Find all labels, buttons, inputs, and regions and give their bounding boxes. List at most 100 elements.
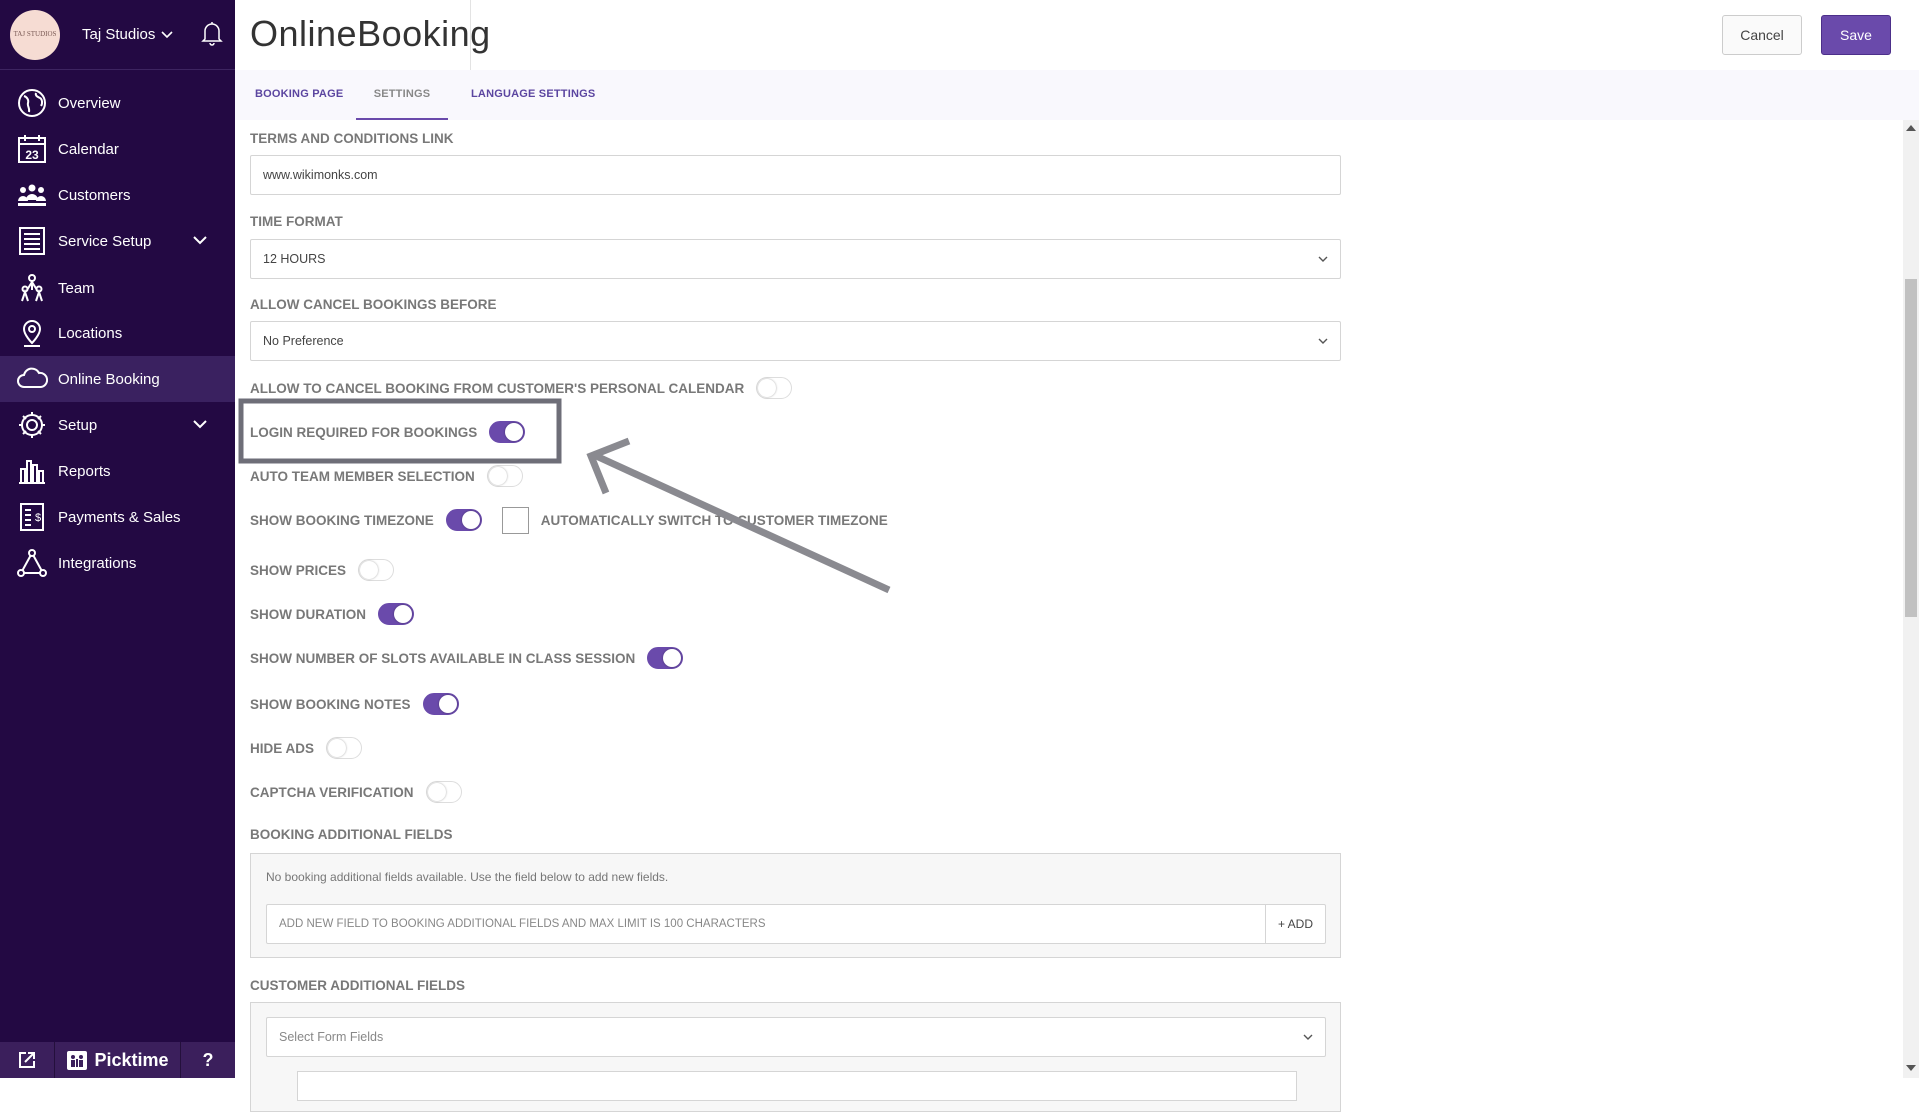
booking-notes-toggle[interactable] [422,693,459,715]
sidebar-item-overview[interactable]: Overview [0,80,235,126]
cancel-before-select[interactable]: No Preference [250,321,1341,361]
scrollbar-thumb[interactable] [1905,279,1917,617]
tab-booking-page[interactable]: BOOKING PAGE [255,88,344,100]
gear-icon [19,412,45,438]
help-button[interactable]: ? [181,1042,235,1078]
cancel-before-value: No Preference [263,334,344,348]
customer-fields-select[interactable]: Select Form Fields [266,1017,1326,1057]
show-slots-toggle[interactable] [647,647,684,669]
highlight-box [238,398,562,464]
svg-text:$: $ [35,512,41,524]
nav-label: Service Setup [58,232,152,250]
customer-fields-placeholder: Select Form Fields [279,1030,384,1044]
captcha-toggle[interactable] [425,781,462,803]
toggle-row-show-duration: SHOW DURATION [250,601,414,627]
hide-ads-toggle[interactable] [326,737,363,759]
sidebar-item-reports[interactable]: Reports [0,448,235,494]
sidebar-item-locations[interactable]: Locations [0,310,235,356]
sidebar-item-integrations[interactable]: Integrations [0,540,235,586]
nav-label: Calendar [58,140,119,158]
scrollbar[interactable] [1903,120,1919,1078]
sidebar-item-calendar[interactable]: 23 Calendar [0,126,235,172]
toggle-row-hide-ads: HIDE ADS [250,735,363,761]
toggle-row-slots: SHOW NUMBER OF SLOTS AVAILABLE IN CLASS … [250,645,684,671]
sidebar-item-team[interactable]: Team [0,265,235,311]
booking-field-placeholder: ADD NEW FIELD TO BOOKING ADDITIONAL FIEL… [279,918,766,930]
picktime-brand[interactable]: Picktime [55,1042,181,1078]
svg-text:23: 23 [25,148,39,162]
studio-switcher[interactable]: Taj Studios [82,26,173,43]
studio-header: TAJ STUDIOS Taj Studios [0,0,235,70]
external-link-button[interactable] [0,1042,55,1078]
chevron-down-icon [161,30,173,38]
cancel-from-calendar-toggle[interactable] [756,377,793,399]
sidebar-item-service-setup[interactable]: Service Setup [0,218,235,264]
bell-icon[interactable] [200,20,224,46]
tab-settings[interactable]: SETTINGS [356,70,448,120]
annotation-arrow-icon [586,437,891,594]
chevron-down-icon[interactable] [191,231,209,249]
terms-label: TERMS AND CONDITIONS LINK [250,131,454,146]
booking-field-input[interactable]: ADD NEW FIELD TO BOOKING ADDITIONAL FIEL… [266,904,1326,944]
toggle-row-auto-team: AUTO TEAM MEMBER SELECTION [250,463,523,489]
scroll-up-icon[interactable] [1906,124,1916,132]
sidebar: TAJ STUDIOS Taj Studios Overview 23 Cale… [0,0,235,1078]
tab-language-settings[interactable]: LANGUAGE SETTINGS [471,88,596,100]
location-pin-icon [22,320,42,347]
show-duration-toggle[interactable] [378,603,414,625]
calendar-icon: 23 [18,135,46,163]
customers-icon [18,184,46,206]
auto-team-toggle[interactable] [486,465,523,487]
nav-label: Locations [58,324,123,342]
toggle-label: SHOW BOOKING NOTES [250,696,411,712]
studio-name: Taj Studios [82,26,156,43]
studio-logo[interactable]: TAJ STUDIOS [10,9,60,60]
nav-label: Online Booking [58,370,160,388]
time-format-select[interactable]: 12 HOURS [250,239,1341,279]
sidebar-item-setup[interactable]: Setup [0,402,235,448]
toggle-row-show-prices: SHOW PRICES [250,557,395,583]
toggle-row-cancel-from-calendar: ALLOW TO CANCEL BOOKING FROM CUSTOMER'S … [250,375,793,401]
cancel-before-label: ALLOW CANCEL BOOKINGS BEFORE [250,297,497,312]
receipt-icon: $ [20,503,44,531]
add-field-button[interactable]: + ADD [1265,905,1325,943]
toggle-label: AUTO TEAM MEMBER SELECTION [250,468,475,484]
toggle-label: SHOW DURATION [250,606,366,622]
page-header: OnlineBooking Cancel Save [235,0,1919,70]
booking-fields-label: BOOKING ADDITIONAL FIELDS [250,827,453,842]
chevron-down-icon[interactable] [191,415,209,433]
toggle-label: SHOW PRICES [250,562,347,578]
nav-label: Reports [58,462,111,480]
nav-label: Payments & Sales [58,508,181,526]
cancel-button[interactable]: Cancel [1722,15,1802,55]
page-title: OnlineBooking [250,13,491,54]
toggle-row-booking-notes: SHOW BOOKING NOTES [250,691,459,717]
sidebar-item-payments[interactable]: $ Payments & Sales [0,494,235,540]
logo-text: TAJ STUDIOS [13,30,57,38]
scroll-down-icon[interactable] [1906,1064,1916,1072]
brand-name: Picktime [94,1049,169,1070]
external-link-icon [19,1052,35,1068]
toggle-label: CAPTCHA VERIFICATION [250,784,414,800]
booking-timezone-toggle[interactable] [445,509,482,531]
auto-switch-timezone-checkbox[interactable] [501,506,529,534]
sidebar-footer: Picktime ? [0,1042,235,1078]
toggle-row-captcha: CAPTCHA VERIFICATION [250,779,462,805]
toggle-label: SHOW NUMBER OF SLOTS AVAILABLE IN CLASS … [250,650,636,666]
chevron-down-icon [1318,338,1328,344]
toggle-label: HIDE ADS [250,740,315,756]
chevron-down-icon [1318,256,1328,262]
toggle-label: LOGIN REQUIRED FOR BOOKINGS [250,424,478,440]
booking-fields-empty-text: No booking additional fields available. … [266,870,669,884]
tab-bar: BOOKING PAGE SETTINGS LANGUAGE SETTINGS [235,70,1919,120]
sidebar-item-online-booking[interactable]: Online Booking [0,356,235,402]
save-button[interactable]: Save [1821,15,1891,55]
chevron-down-icon [1303,1034,1313,1040]
picktime-logo-icon [67,1051,88,1070]
login-required-toggle[interactable] [489,421,526,443]
show-prices-toggle[interactable] [358,559,395,581]
header-divider [470,0,471,70]
sidebar-item-customers[interactable]: Customers [0,172,235,218]
terms-input[interactable]: www.wikimonks.com [250,155,1341,195]
